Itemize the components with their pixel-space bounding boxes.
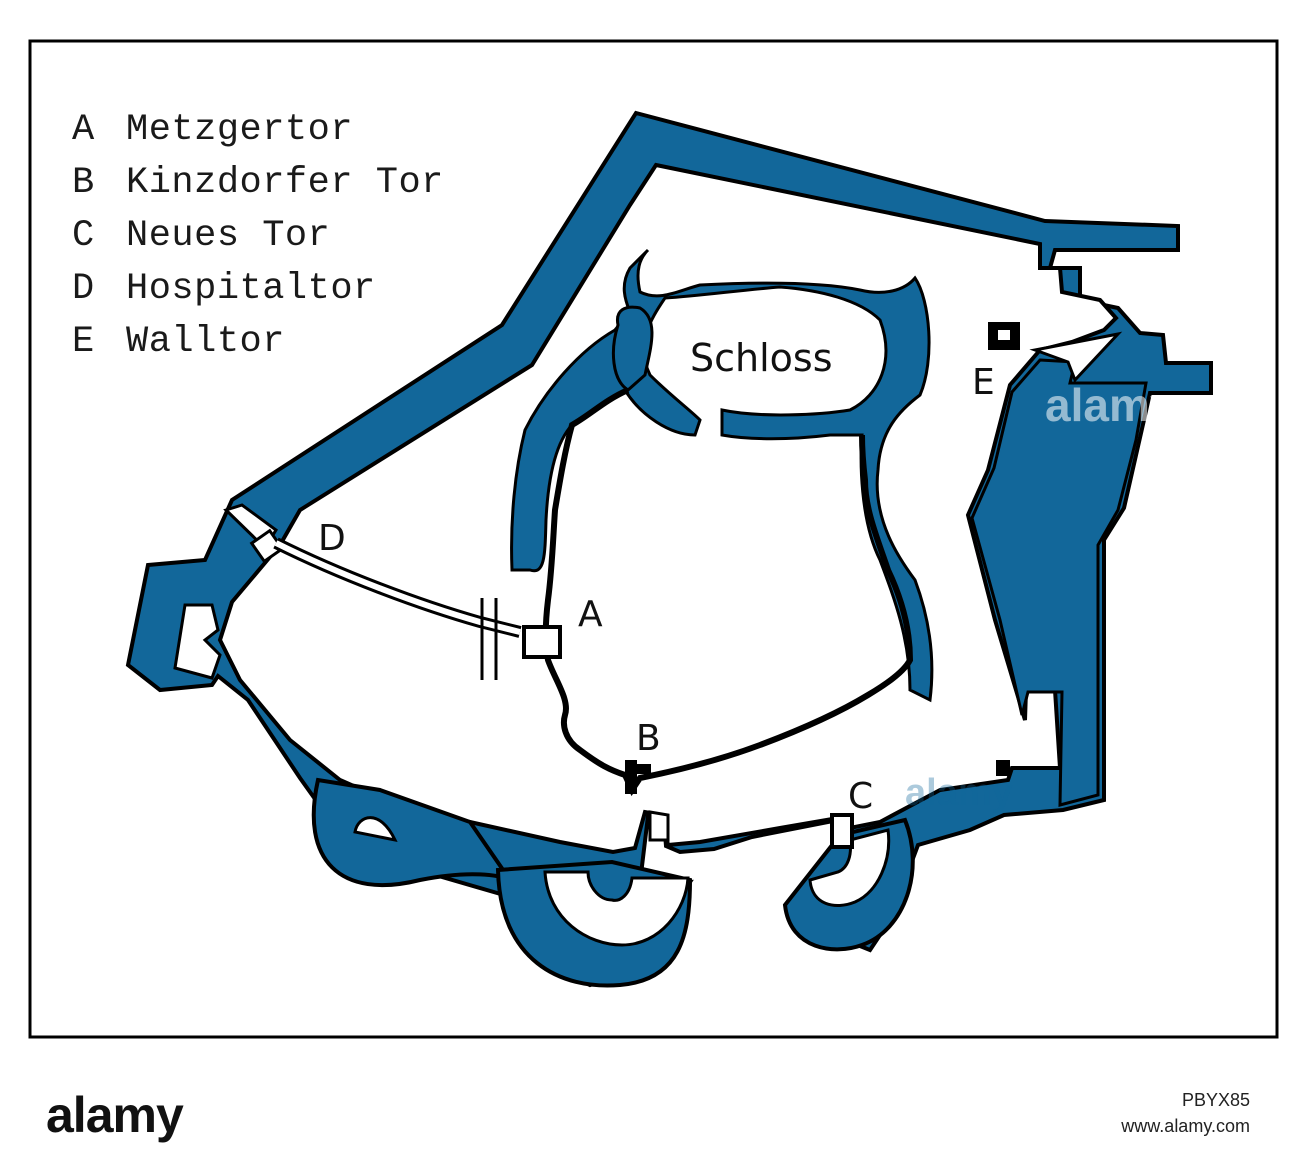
legend-label: Metzgertor (126, 109, 354, 151)
watermark-lower: alamy (905, 772, 1013, 814)
map-drawing (28, 39, 1279, 1039)
inner-moat-west-arc (611, 305, 654, 392)
southeast-bastion-inner (808, 828, 891, 907)
west-bastion-inner (173, 603, 222, 680)
walltor-passage (1029, 331, 1123, 383)
legend-item: B Kinzdorfer Tor (72, 157, 444, 210)
gate-a-label: A (578, 594, 603, 635)
legend-item: A Metzgertor (72, 104, 444, 157)
south-gate-notch (648, 810, 670, 842)
legend-item: D Hospitaltor (72, 263, 444, 316)
east-moat (970, 358, 1148, 807)
gate-d-label: D (318, 518, 346, 559)
east-corner-tower (996, 760, 1010, 776)
walltor-gate-inner (998, 330, 1010, 340)
gate-b-label: B (636, 718, 661, 759)
legend-key: D (72, 268, 95, 310)
legend-key: A (72, 109, 95, 151)
legend-label: Kinzdorfer Tor (126, 162, 444, 204)
connecting-wall-inner (274, 540, 521, 635)
footer-image-id: PBYX85 (1181, 1090, 1250, 1110)
fortress-map: A Metzgertor B Kinzdorfer Tor C Neues Tor D… (28, 39, 1279, 1039)
legend-label: Neues Tor (126, 215, 331, 257)
watermark-main: alamy (1045, 379, 1176, 431)
hospitaltor-gate (249, 528, 285, 564)
footer-bar: alamy PBYX85 www.alamy.com (0, 1070, 1300, 1160)
connecting-wall-gate (480, 598, 498, 680)
map-border (28, 39, 1279, 1039)
footer-url[interactable]: www.alamy.com (1121, 1116, 1250, 1136)
legend-item: E Walltor (72, 316, 444, 369)
legend-label: Hospitaltor (126, 268, 376, 310)
gate-e-label: E (972, 362, 995, 403)
legend-label: Walltor (126, 321, 285, 363)
kinzdorfer-tor-gate-side (637, 764, 651, 774)
metzgertor-gate (522, 625, 562, 659)
footer-logo: alamy (46, 1087, 184, 1143)
kinzdorfer-tor-gate (625, 760, 637, 794)
legend-key: C (72, 215, 95, 257)
legend-key: B (72, 162, 95, 204)
old-town-wall (542, 387, 914, 797)
legend: A Metzgertor B Kinzdorfer Tor C Neues Tor D… (72, 104, 444, 369)
legend-key: E (72, 321, 95, 363)
schloss-label: Schloss (690, 336, 833, 380)
legend-item: C Neues Tor (72, 210, 444, 263)
southwest-bastion-inner (353, 816, 398, 843)
south-bastion-inner (543, 870, 690, 947)
neues-tor-gate (830, 813, 854, 849)
gate-c-label: C (848, 776, 874, 817)
